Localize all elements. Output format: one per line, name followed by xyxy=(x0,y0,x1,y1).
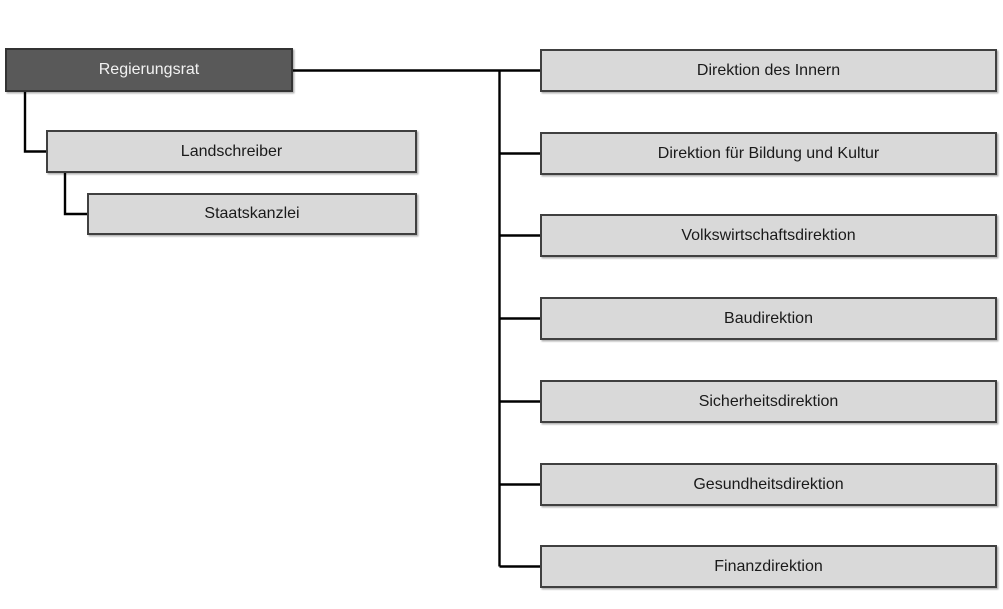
node-finanzdirektion: Finanzdirektion xyxy=(540,545,997,588)
node-direktion-des-innern: Direktion des Innern xyxy=(540,49,997,92)
node-volkswirtschaftsdirektion: Volkswirtschaftsdirektion xyxy=(540,214,997,257)
node-baudirektion: Baudirektion xyxy=(540,297,997,340)
connector-root-to-landschreiber xyxy=(23,91,46,153)
node-gesundheitsdirektion: Gesundheitsdirektion xyxy=(540,463,997,506)
node-regierungsrat: Regierungsrat xyxy=(5,48,293,92)
connector-landschreiber-to-staatskanzlei xyxy=(63,172,87,216)
node-landschreiber: Landschreiber xyxy=(46,130,417,173)
node-sicherheitsdirektion: Sicherheitsdirektion xyxy=(540,380,997,423)
node-staatskanzlei: Staatskanzlei xyxy=(87,193,417,235)
node-direktion-fuer-bildung-und-kultur: Direktion für Bildung und Kultur xyxy=(540,132,997,175)
